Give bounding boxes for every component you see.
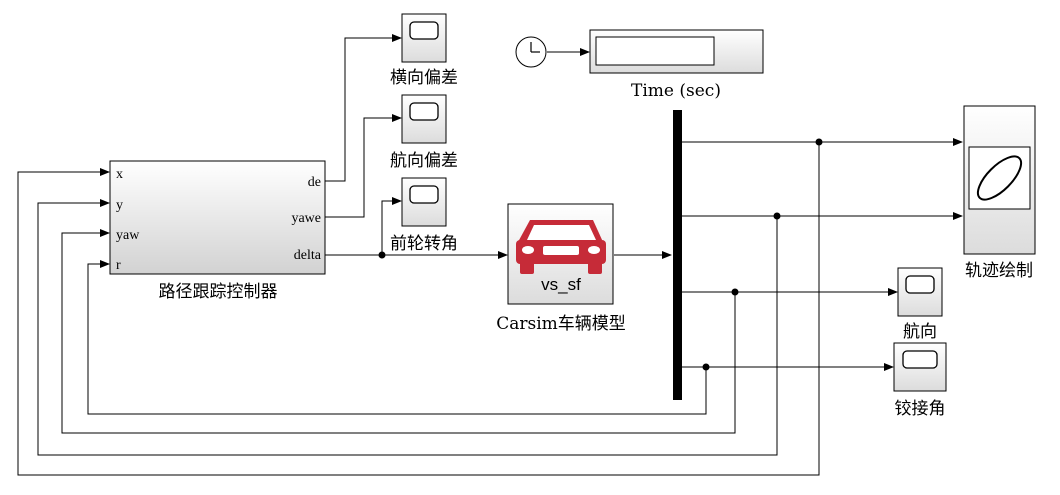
branch-dot [773,212,781,220]
scope-front-wheel-angle[interactable] [401,177,447,227]
branch-dot [378,251,386,259]
input-port-x: x [116,167,123,182]
display-readout [595,36,715,66]
scope-label-heading-error: 航向偏差 [390,151,458,171]
scope-screen-icon [409,21,439,40]
carsim-block[interactable]: vs_sf [507,203,614,305]
scope-label-lateral-error: 横向偏差 [390,68,458,88]
branch-dot [731,288,739,296]
carsim-label: Carsim车辆模型 [496,314,626,334]
branch-dot [815,138,823,146]
wire-feedback-y[interactable] [37,199,778,456]
scope-lateral-error[interactable] [401,13,447,63]
scope-screen-icon [409,102,439,121]
time-display-block[interactable] [589,29,764,74]
branch-dot [702,363,710,371]
signal-lines [17,34,963,476]
clock-icon [530,42,540,53]
output-port-de: de [308,175,321,190]
scope-label-articulation-angle: 铰接角 [895,399,946,419]
xy-graph-label: 轨迹绘制 [965,261,1033,281]
output-port-delta: delta [294,248,322,263]
sfunction-name: vs_sf [541,275,581,294]
scope-articulation-angle[interactable] [893,342,947,392]
input-port-yaw: yaw [116,228,140,243]
wire-yawe[interactable] [325,114,402,218]
controller-label: 路径跟踪控制器 [159,282,278,302]
input-port-y: y [116,198,123,213]
xy-graph-block[interactable] [963,105,1036,255]
clock-block[interactable] [515,36,547,68]
car-icon [516,220,606,274]
wire-delta-branch[interactable] [381,197,402,255]
time-display-label: Time (sec) [631,81,721,101]
scope-label-heading: 航向 [903,322,937,342]
wire-feedback-r[interactable] [87,260,707,415]
branch-points [378,138,823,371]
wire-feedback-yaw[interactable] [61,229,736,434]
wire-de[interactable] [325,34,402,182]
scope-heading[interactable] [897,267,943,317]
scope-screen-icon [409,185,439,204]
output-port-yawe: yawe [291,211,321,226]
ellipse-plot-icon [976,155,1023,201]
controller-block[interactable]: x y yaw r de yawe delta [109,160,326,275]
demux-bar[interactable] [673,110,682,400]
scope-screen-icon [902,350,938,369]
plot-area [968,146,1031,210]
scope-heading-error[interactable] [401,94,447,144]
input-port-r: r [116,258,121,273]
wire-feedback-x[interactable] [17,142,820,476]
scope-label-front-wheel-angle: 前轮转角 [390,234,458,254]
scope-screen-icon [905,275,935,294]
